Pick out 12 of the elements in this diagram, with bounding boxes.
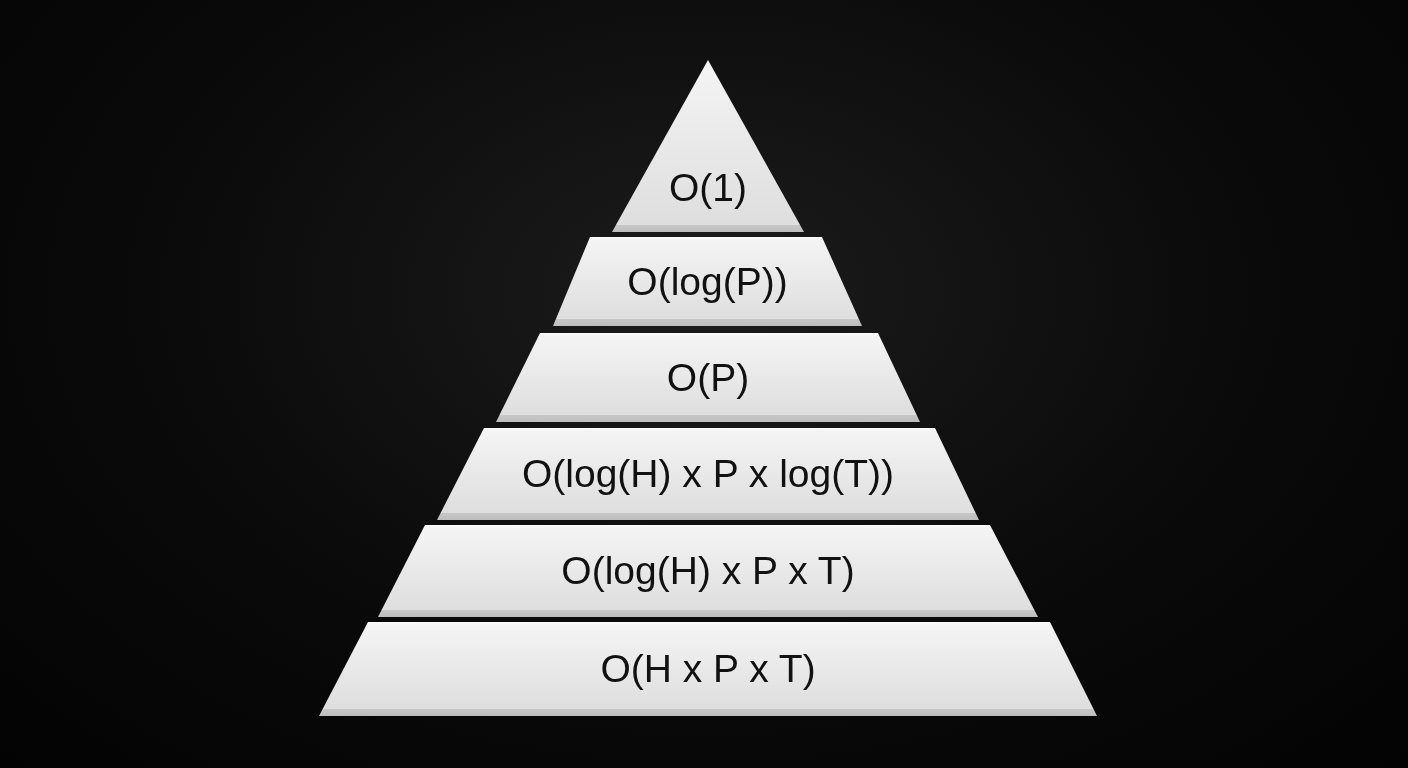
pyramid-tier <box>553 237 862 326</box>
pyramid-tier <box>378 525 1038 617</box>
complexity-label: O(1) <box>669 167 747 209</box>
complexity-label: O(log(P)) <box>627 261 788 303</box>
complexity-label: O(log(H) x P x log(T)) <box>522 453 894 495</box>
pyramid-tier <box>496 333 920 422</box>
complexity-label: O(H x P x T) <box>600 648 816 690</box>
complexity-label: O(log(H) x P x T) <box>561 550 855 592</box>
pyramid-apex <box>612 60 804 232</box>
pyramid-tier <box>437 428 979 520</box>
pyramid-tier <box>319 622 1097 716</box>
complexity-label: O(P) <box>666 357 750 399</box>
